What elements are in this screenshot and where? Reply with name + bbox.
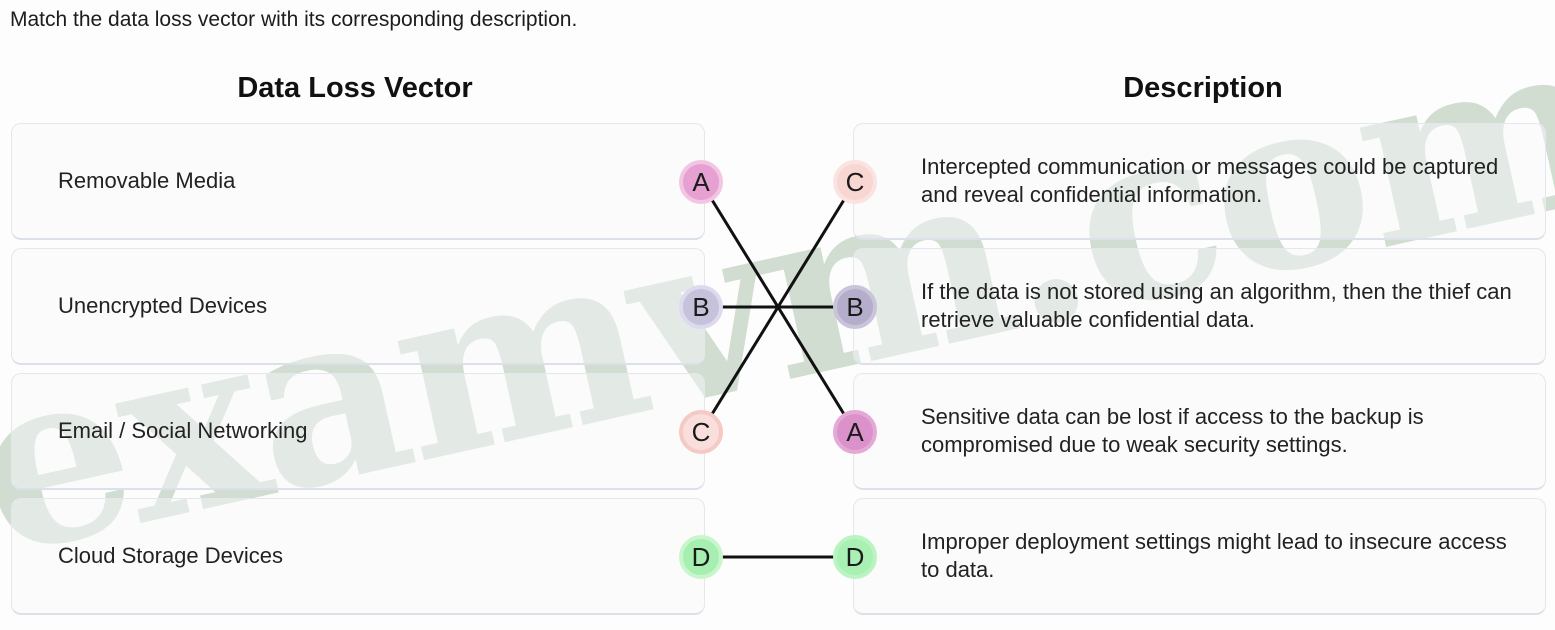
letter-circle-left-c[interactable]: C <box>679 410 723 454</box>
letter: C <box>845 166 865 197</box>
vector-card-unencrypted-devices[interactable]: Unencrypted Devices <box>11 248 705 365</box>
description-text: Sensitive data can be lost if access to … <box>921 404 1424 457</box>
letter: C <box>691 416 711 447</box>
vector-card-email-social-networking[interactable]: Email / Social Networking <box>11 373 705 490</box>
description-text: Improper deployment settings might lead … <box>921 529 1507 582</box>
description-card-3[interactable]: Sensitive data can be lost if access to … <box>853 373 1546 490</box>
letter: A <box>692 166 710 197</box>
vector-card-removable-media[interactable]: Removable Media <box>11 123 705 240</box>
vector-label: Unencrypted Devices <box>58 293 268 318</box>
vector-label: Removable Media <box>58 168 236 193</box>
letter: A <box>846 416 864 447</box>
left-column-header: Data Loss Vector <box>237 72 473 104</box>
description-card-1[interactable]: Intercepted communication or messages co… <box>853 123 1546 240</box>
vector-label: Email / Social Networking <box>58 418 308 443</box>
vector-label: Cloud Storage Devices <box>58 543 284 568</box>
description-text: Intercepted communication or messages co… <box>921 154 1499 207</box>
description-card-2[interactable]: If the data is not stored using an algor… <box>853 248 1546 365</box>
letter-circle-right-c[interactable]: C <box>833 160 877 204</box>
letter: B <box>846 291 864 322</box>
letter: D <box>691 541 711 572</box>
vector-card-cloud-storage-devices[interactable]: Cloud Storage Devices <box>11 498 705 615</box>
description-text: If the data is not stored using an algor… <box>921 279 1512 332</box>
description-card-4[interactable]: Improper deployment settings might lead … <box>853 498 1546 615</box>
question-instruction: Match the data loss vector with its corr… <box>10 8 578 31</box>
letter-circle-left-a[interactable]: A <box>679 160 723 204</box>
letter-circle-right-a[interactable]: A <box>833 410 877 454</box>
letter: D <box>845 541 865 572</box>
letter-circle-right-d[interactable]: D <box>833 535 877 579</box>
letter-circle-right-b[interactable]: B <box>833 285 877 329</box>
letter-circle-left-b[interactable]: B <box>679 285 723 329</box>
right-column-header: Description <box>1123 72 1283 104</box>
letter: B <box>692 291 710 322</box>
letter-circle-left-d[interactable]: D <box>679 535 723 579</box>
